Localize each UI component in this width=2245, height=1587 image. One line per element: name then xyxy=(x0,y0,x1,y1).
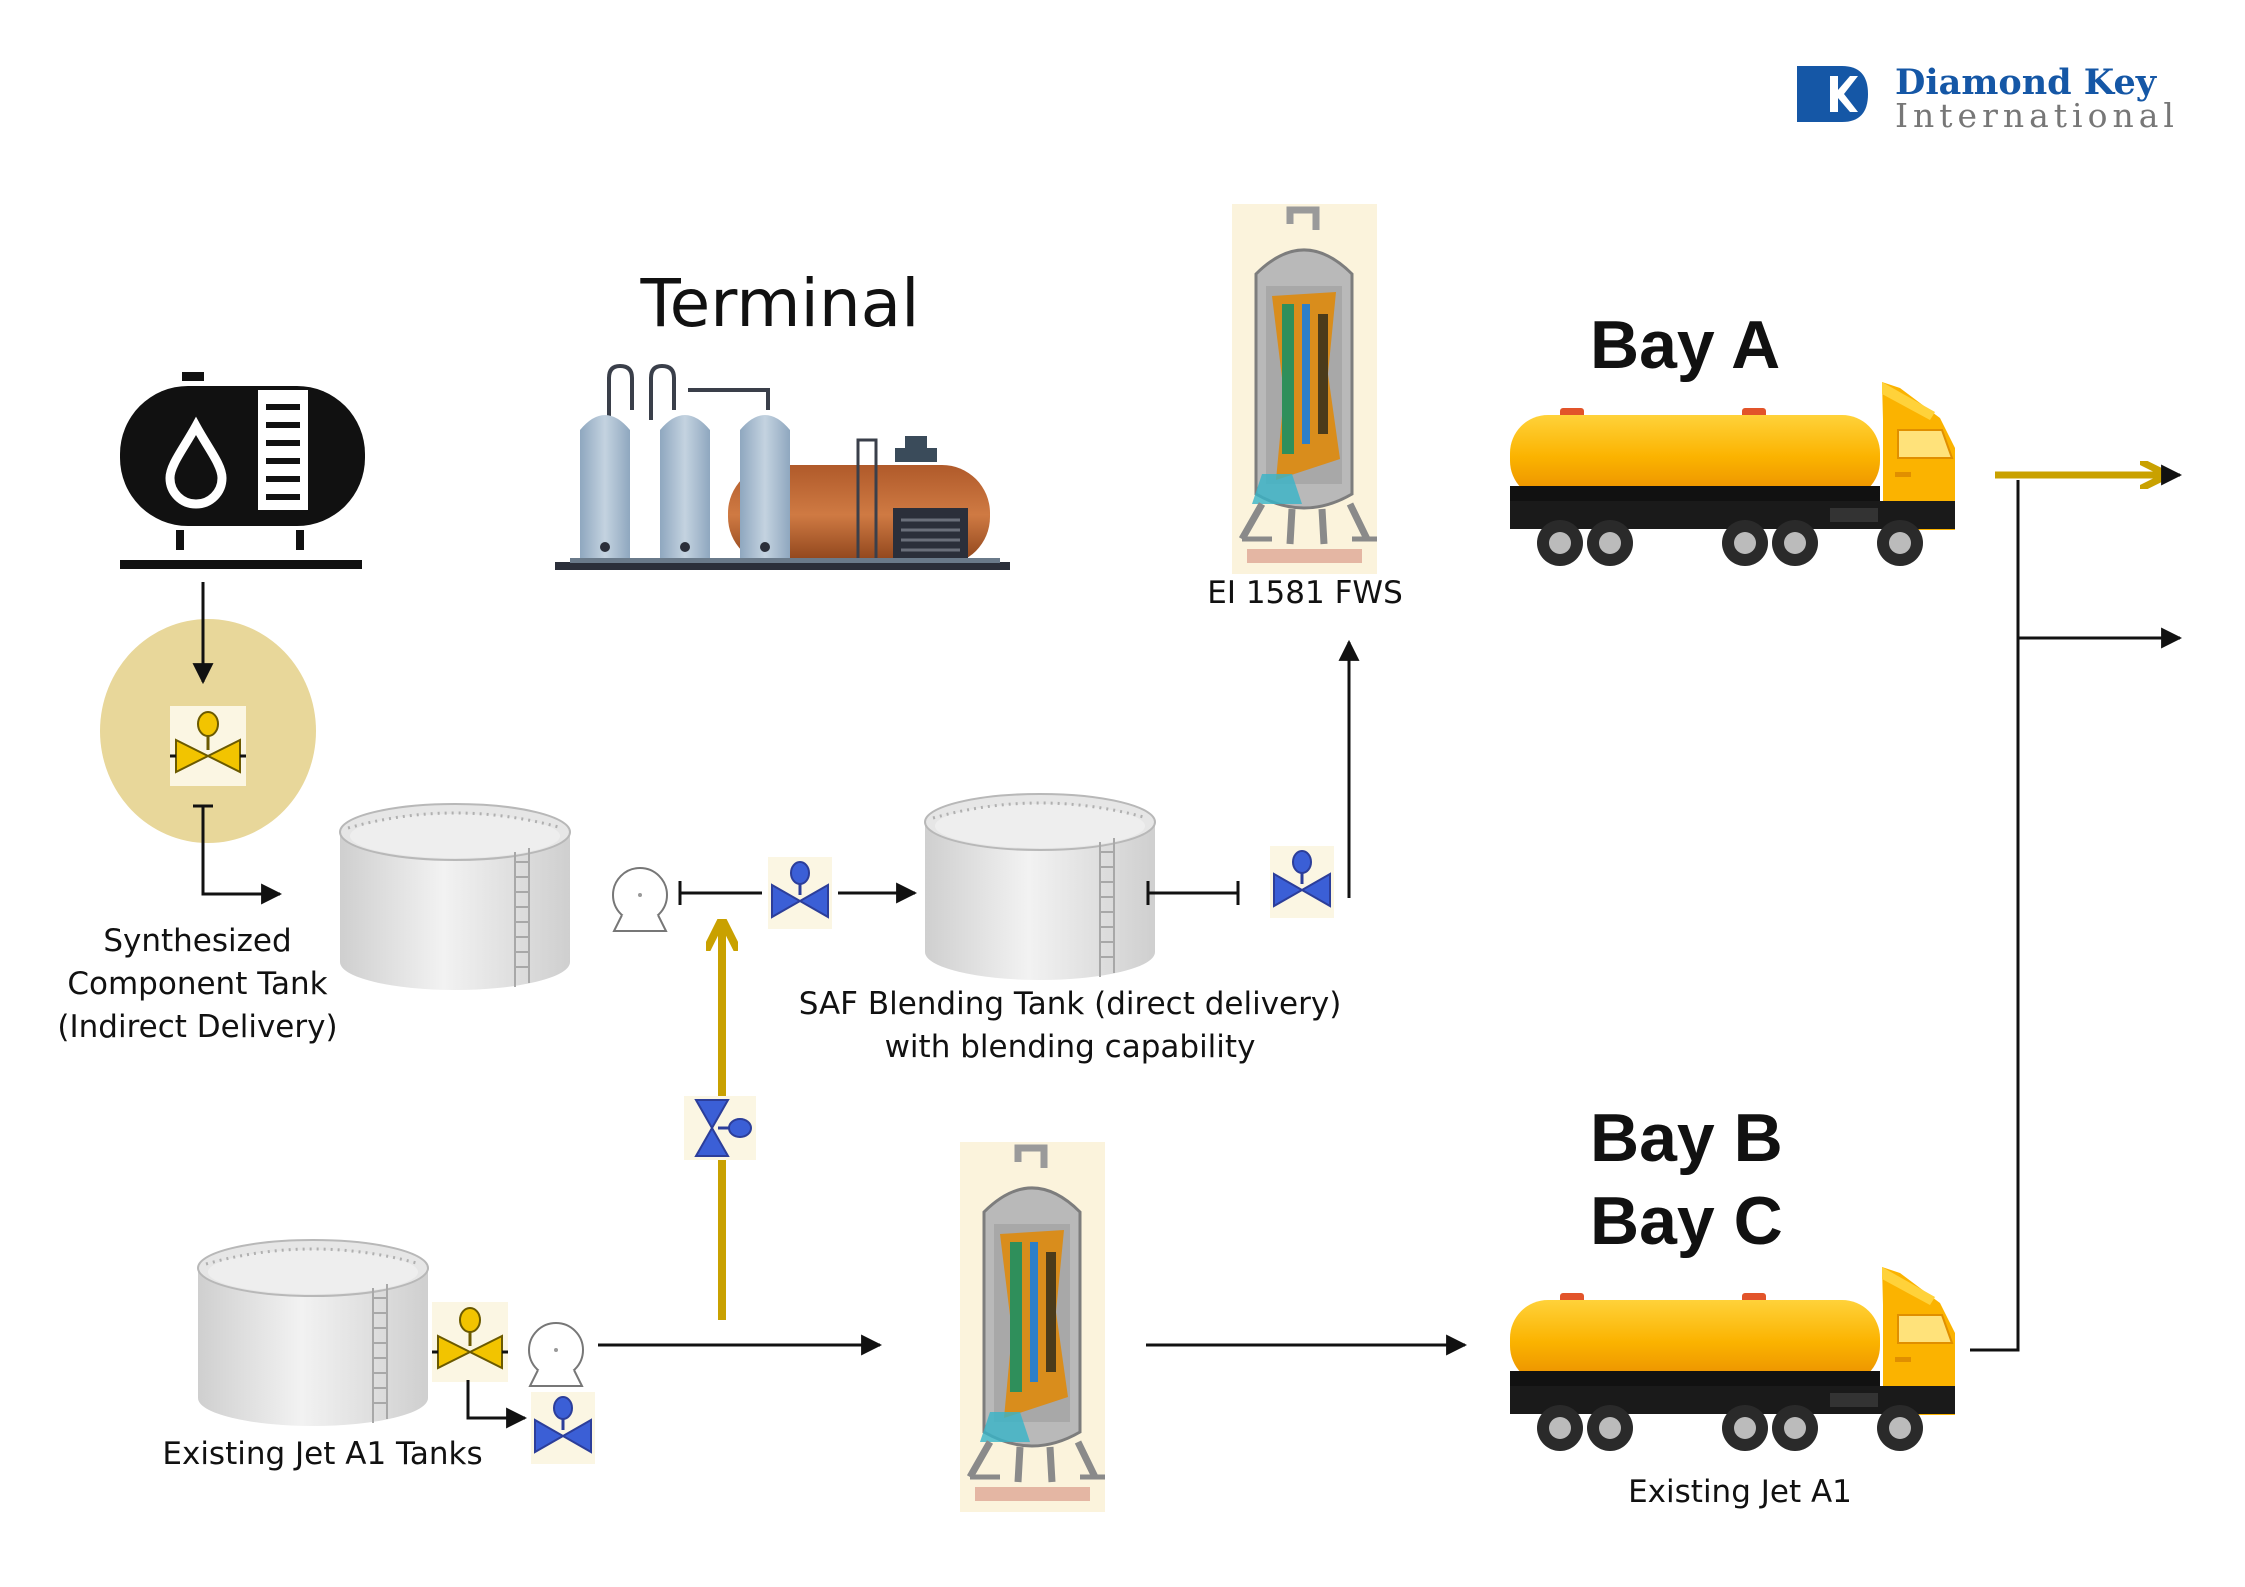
jet-valve-yellow-icon[interactable] xyxy=(430,1300,510,1384)
fuel-tank-icon xyxy=(120,372,365,569)
synth-component-tank-icon xyxy=(338,802,572,992)
tanker-truck-bay-bc-icon xyxy=(1509,1266,1956,1452)
synth-tank-label: Synthesized Component Tank (Indirect Del… xyxy=(57,923,338,1045)
logo-name-line2: International xyxy=(1895,96,2179,135)
pump-saf-icon[interactable] xyxy=(612,867,668,932)
bay-a-label: Bay A xyxy=(1590,307,1781,383)
saf-tank-label-line1: SAF Blending Tank (direct delivery) xyxy=(798,986,1342,1022)
fws-label: EI 1581 FWS xyxy=(1207,575,1403,611)
logo-name-line1: Diamond Key xyxy=(1895,62,2157,103)
diamond-key-logo-icon xyxy=(1797,66,1868,122)
fws-bottom-icon xyxy=(960,1142,1105,1512)
bay-b-label: Bay B xyxy=(1590,1100,1783,1176)
jet-a1-tank-icon xyxy=(196,1238,430,1428)
saf-blending-tank-icon xyxy=(923,792,1157,982)
fws-top-icon xyxy=(1232,204,1377,574)
bay-bc-label: Bay B Bay C xyxy=(1590,1097,1830,1263)
saf-outlet-valve-icon[interactable] xyxy=(1268,844,1336,920)
saf-inlet-valve-icon[interactable] xyxy=(766,855,834,931)
terminal-title: Terminal xyxy=(640,265,920,342)
existing-jet-a1-label: Existing Jet A1 xyxy=(1628,1474,1852,1510)
tanker-truck-bay-a-icon xyxy=(1509,381,1956,567)
jet-valve-blue-icon[interactable] xyxy=(529,1390,597,1466)
bay-c-label: Bay C xyxy=(1590,1182,1783,1259)
saf-tank-label: SAF Blending Tank (direct delivery) with… xyxy=(770,983,1370,1069)
pump-jet-icon[interactable] xyxy=(528,1322,584,1387)
terminal-refinery-icon xyxy=(555,363,1010,570)
gold-line-valve-icon[interactable] xyxy=(682,1094,758,1162)
synth-valve-icon[interactable] xyxy=(168,704,248,788)
saf-tank-label-line2: with blending capability xyxy=(884,1028,1256,1065)
jet-tanks-label: Existing Jet A1 Tanks xyxy=(162,1436,483,1472)
